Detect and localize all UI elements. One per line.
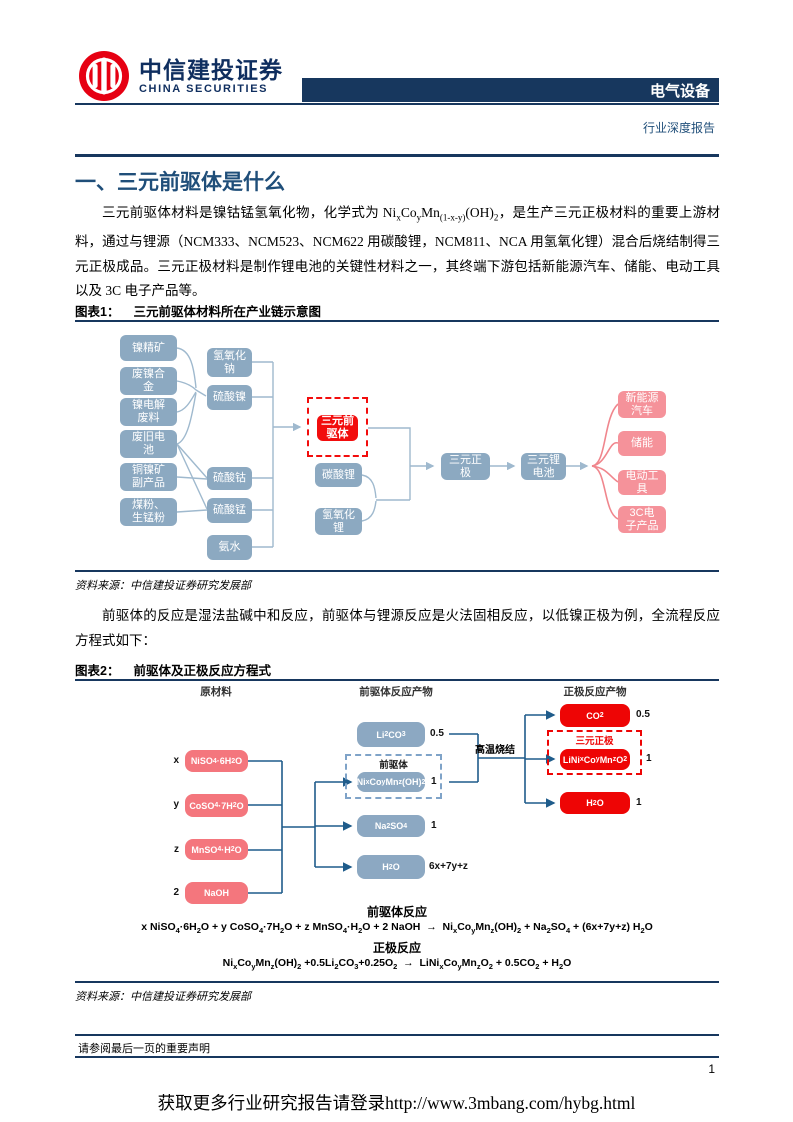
fig1-intermediate-box: 硫酸镍 xyxy=(207,385,252,410)
fig2-coef: 6x+7y+z xyxy=(429,861,468,872)
fig1-battery-box: 三元锂电池 xyxy=(521,453,566,480)
fig2-col-header: 前驱体反应产物 xyxy=(359,686,433,698)
logo-name-cn: 中信建投证券 xyxy=(139,56,283,83)
figure1-title: 图表1：三元前驱体材料所在产业链示意图 xyxy=(75,305,321,319)
fig2-coef: y xyxy=(173,799,179,810)
citic-logo-icon xyxy=(79,51,129,101)
page-number: 1 xyxy=(708,1062,715,1076)
figure2-source-rule xyxy=(75,981,719,983)
disclaimer-text: 请参阅最后一页的重要声明 xyxy=(78,1043,210,1055)
fig2-coef: 0.5 xyxy=(430,728,444,739)
fig1-raw-material-box: 废镍合金 xyxy=(120,367,177,395)
figure1-rule xyxy=(75,320,719,322)
fig1-lithium-source-box: 氢氧化锂 xyxy=(315,508,362,535)
brand-logo: 中信建投证券 CHINA SECURITIES xyxy=(78,50,283,102)
fig2-col-header: 原材料 xyxy=(200,686,232,698)
fig2-equations: 前驱体反应 x NiSO4·6H2O + y CoSO4·7H2O + z Mn… xyxy=(75,903,719,975)
equation-name: 正极反应 xyxy=(372,941,421,956)
fig2-coef: z xyxy=(174,844,179,855)
report-type-label: 行业深度报告 xyxy=(642,121,715,135)
fig2-coef: 1 xyxy=(431,776,437,787)
figure1-source-rule xyxy=(75,570,719,572)
intro-paragraph: 三元前驱体材料是镍钴锰氢氧化物，化学式为 NixCoyMn(1-x-y)(OH)… xyxy=(75,205,721,299)
watermark-text: 获取更多行业研究报告请登录http://www.3mbang.com/hybg.… xyxy=(157,1093,636,1113)
figure1-source: 资料来源：中信建投证券研究发展部 xyxy=(75,580,251,592)
logo-text: 中信建投证券 CHINA SECURITIES xyxy=(139,57,283,96)
fig1-raw-material-box: 镍电解废料 xyxy=(120,398,177,426)
fig2-cathode-group-label: 三元正极 xyxy=(575,736,614,747)
fig1-precursor-box: 三元前驱体 xyxy=(317,415,358,441)
fig1-precursor-highlight xyxy=(307,397,368,457)
fig1-raw-material-box: 煤粉、生锰粉 xyxy=(120,498,177,526)
fig1-end-use-box: 储能 xyxy=(618,431,666,456)
fig1-raw-material-box: 废旧电池 xyxy=(120,430,177,458)
fig1-raw-material-box: 镍精矿 xyxy=(120,335,177,361)
fig2-coef: 1 xyxy=(636,797,642,808)
body-paragraph-2: 前驱体的反应是湿法盐碱中和反应，前驱体与锂源反应是火法固相反应，以低镍正极为例，… xyxy=(75,608,720,648)
equation-formula: NixCoyMnz(OH)2 +0.5Li2CO3+0.25O2 → LiNix… xyxy=(222,957,572,972)
section-rule xyxy=(75,154,719,157)
fig2-coef: 1 xyxy=(646,753,652,764)
figure2-source: 资料来源：中信建投证券研究发展部 xyxy=(75,991,251,1003)
fig1-end-use-box: 电动工具 xyxy=(618,470,666,495)
fig2-cathode-group: 三元正极 xyxy=(547,730,642,775)
figure1-label: 图表1： xyxy=(75,305,120,319)
fig1-lithium-source-box: 碳酸锂 xyxy=(315,463,362,487)
fig1-connectors xyxy=(176,347,619,548)
fig1-intermediate-box: 硫酸锰 xyxy=(207,498,252,523)
equation-formula: x NiSO4·6H2O + y CoSO4·7H2O + z MnSO4·H2… xyxy=(141,921,653,936)
logo-name-en: CHINA SECURITIES xyxy=(139,82,269,95)
equation-name: 前驱体反应 xyxy=(366,905,427,919)
fig1-end-use-box: 新能源汽车 xyxy=(618,391,666,418)
fig1-intermediate-box: 氢氧化钠 xyxy=(207,348,252,377)
figure1-diagram: 镍精矿 废镍合金 镍电解废料 废旧电池 铜镍矿副产品 煤粉、生锰粉 氢氧化钠 硫… xyxy=(75,330,719,567)
fig1-cathode-box: 三元正极 xyxy=(441,453,490,480)
fig1-raw-material-box: 铜镍矿副产品 xyxy=(120,463,177,491)
fig2-coef: 1 xyxy=(431,820,437,831)
figure2-rule xyxy=(75,679,719,681)
fig2-col-header: 正极反应产物 xyxy=(563,686,627,698)
fig2-coef: 2 xyxy=(173,887,179,898)
sector-badge: 电气设备 xyxy=(302,78,719,102)
footer-rule-top xyxy=(75,1034,719,1036)
fig2-connectors xyxy=(248,710,556,894)
fig2-sinter-label: 高温烧结 xyxy=(475,745,515,756)
fig1-end-use-box: 3C电子产品 xyxy=(618,506,666,533)
fig2-coef: x xyxy=(173,755,179,766)
footer-rule-bottom xyxy=(75,1056,719,1058)
fig1-intermediate-box: 硫酸钴 xyxy=(207,467,252,490)
fig2-reactant-box: NaOH xyxy=(185,882,248,904)
fig2-precursor-group: 前驱体 xyxy=(345,754,442,799)
fig2-precursor-group-label: 前驱体 xyxy=(379,760,408,771)
fig2-coef: 0.5 xyxy=(636,709,650,720)
header-rule xyxy=(75,103,719,105)
section-title: 一、三元前驱体是什么 xyxy=(75,171,285,194)
figure2-label: 图表2： xyxy=(75,664,120,678)
figure2-title: 图表2：前驱体及正极反应方程式 xyxy=(75,664,271,678)
fig1-intermediate-box: 氨水 xyxy=(207,535,252,560)
